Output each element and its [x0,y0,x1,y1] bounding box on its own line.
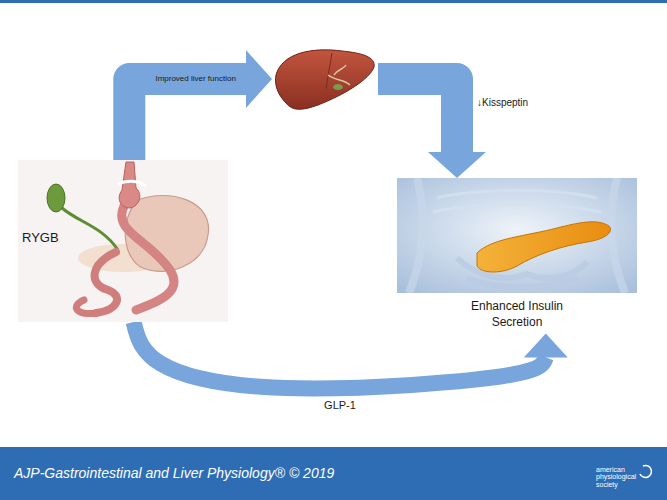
society-logo-text: american physiological society [596,466,640,488]
fat-arrow [378,79,486,178]
staple-line [118,181,146,186]
arrow-shaft [129,79,246,160]
liver-shape [275,50,374,109]
roux-limb [122,206,174,310]
edge-label: ↓Kisspeptin [477,97,528,109]
body-outline [409,178,625,293]
fat-arrow [129,50,272,160]
edge-label: Improved liver function [155,74,235,84]
jejunal-loop [76,300,96,314]
liver-ligament [326,53,332,89]
pancreas-illustration-box: Enhanced Insulin Secretion [397,178,637,333]
curved-arrow [134,322,568,388]
illustration-ground [18,160,228,322]
arrow-shaft [378,79,457,152]
liver-illustration [272,45,378,113]
society-logo-swirl [640,465,651,477]
pancreas-art [397,178,637,293]
liver-art [272,45,378,113]
gallbladder [333,84,343,90]
rygb-illustration-box: RYGB [18,160,228,322]
edge-label: GLP-1 [324,399,356,412]
liver-vessels [328,65,350,85]
rib-lines [433,191,601,213]
gastric-pouch [119,162,140,208]
journal-footer: AJP-Gastrointestinal and Liver Physiolog… [14,465,334,482]
body-ground [397,178,637,293]
arrow-head [428,152,486,178]
pancreas-organ [477,222,610,272]
procedure-label: RYGB [22,229,72,247]
arrow-head [246,50,272,108]
bile-duct [62,208,118,250]
footer-band [0,447,667,500]
gallbladder [47,184,65,212]
arrow-head [524,333,568,357]
top-rule [0,0,667,3]
biliopancreatic-limb [95,252,117,313]
arrow-shaft [134,322,546,388]
outcome-label: Enhanced Insulin Secretion [452,298,582,330]
